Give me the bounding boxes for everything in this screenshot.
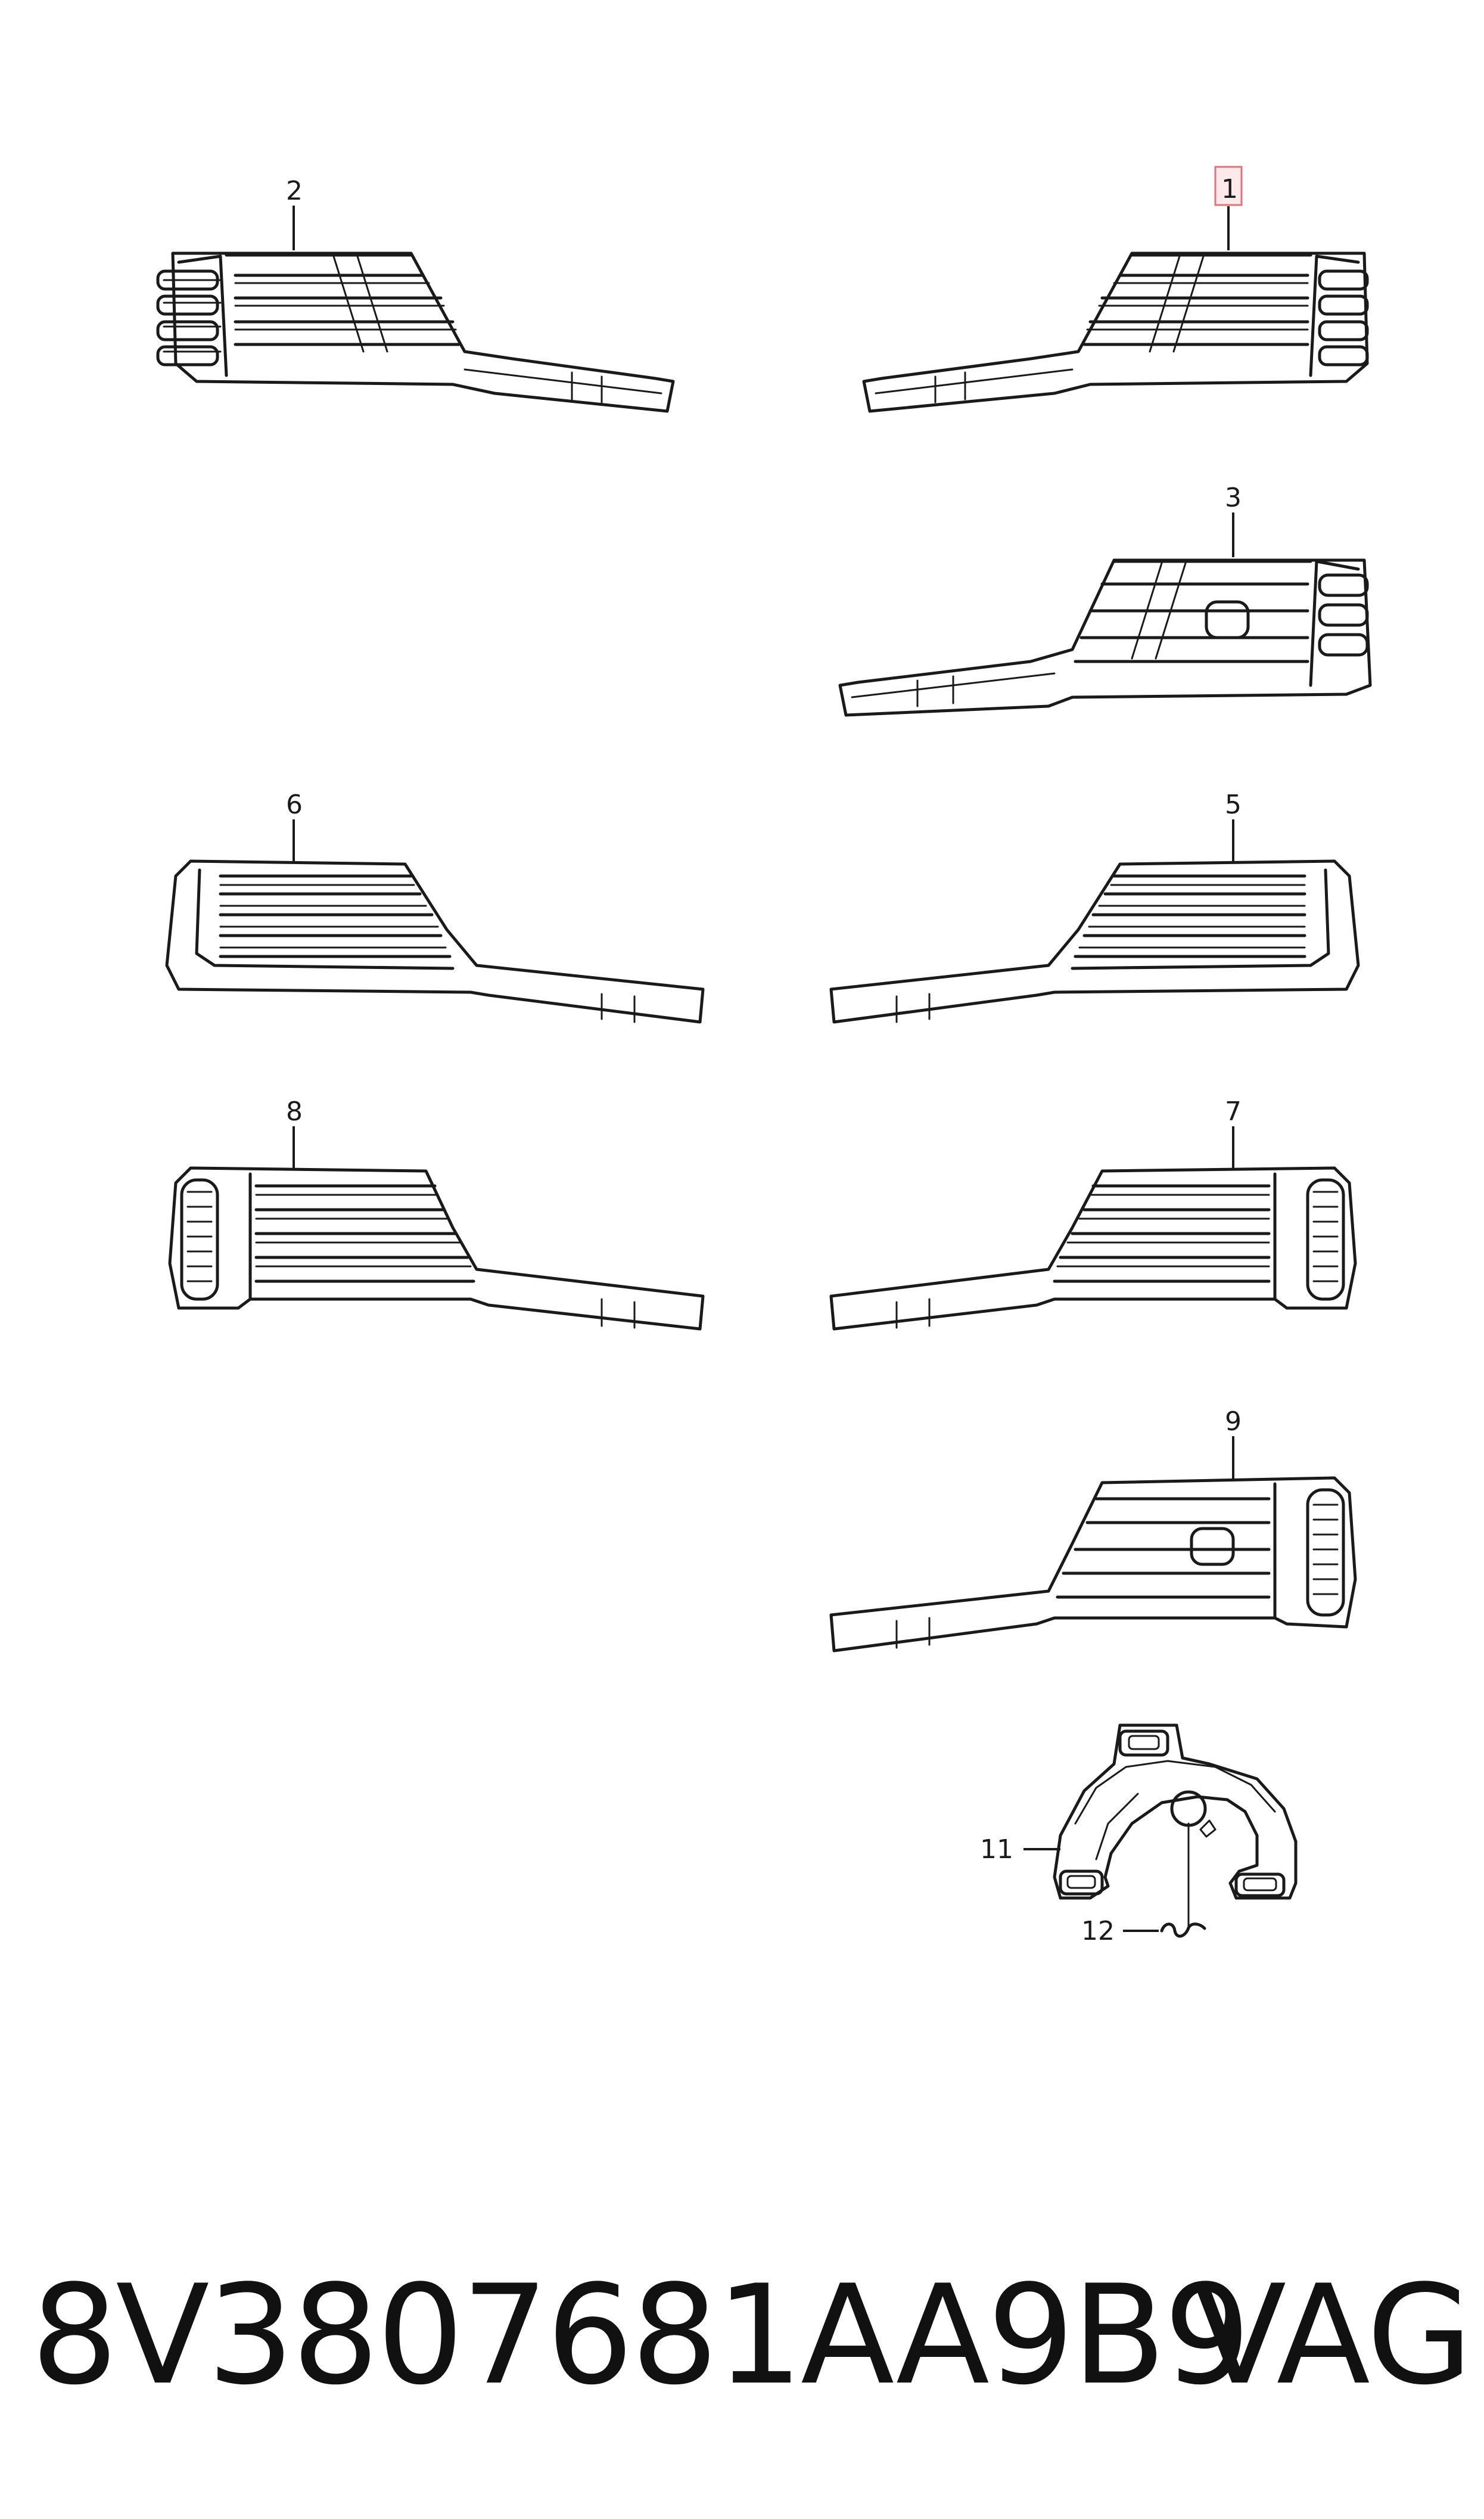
callout-12: 12 — [1081, 1916, 1115, 1946]
part-6-grille[interactable] — [165, 859, 705, 1024]
callout-6: 6 — [286, 790, 303, 820]
brand-name: VAG — [1193, 2256, 1473, 2415]
part-11-bracket[interactable] — [1053, 1723, 1298, 1900]
part-1-grille[interactable] — [862, 251, 1369, 413]
callout-7: 7 — [1225, 1097, 1242, 1127]
callout-3: 3 — [1225, 483, 1242, 513]
part-8-grille[interactable] — [168, 1166, 705, 1331]
part-12-clip[interactable] — [1160, 1822, 1206, 1938]
callout-1-highlight — [1214, 166, 1243, 206]
callout-5: 5 — [1225, 790, 1242, 820]
callout-8: 8 — [286, 1097, 303, 1127]
callout-11: 11 — [980, 1834, 1013, 1865]
callout-2: 2 — [286, 176, 303, 206]
part-3-grille[interactable] — [838, 558, 1372, 717]
callout-1: 1 — [1221, 174, 1238, 204]
part-2-grille[interactable] — [156, 251, 675, 413]
part-7-grille[interactable] — [829, 1166, 1357, 1331]
callout-9: 9 — [1225, 1406, 1242, 1437]
part-5-grille[interactable] — [829, 859, 1360, 1024]
part-9-grille[interactable] — [829, 1476, 1357, 1653]
part-number: 8V3807681AA9B9 — [31, 2256, 1251, 2415]
footer-caption: 8V3807681AA9B9 VAG — [31, 2247, 1473, 2425]
